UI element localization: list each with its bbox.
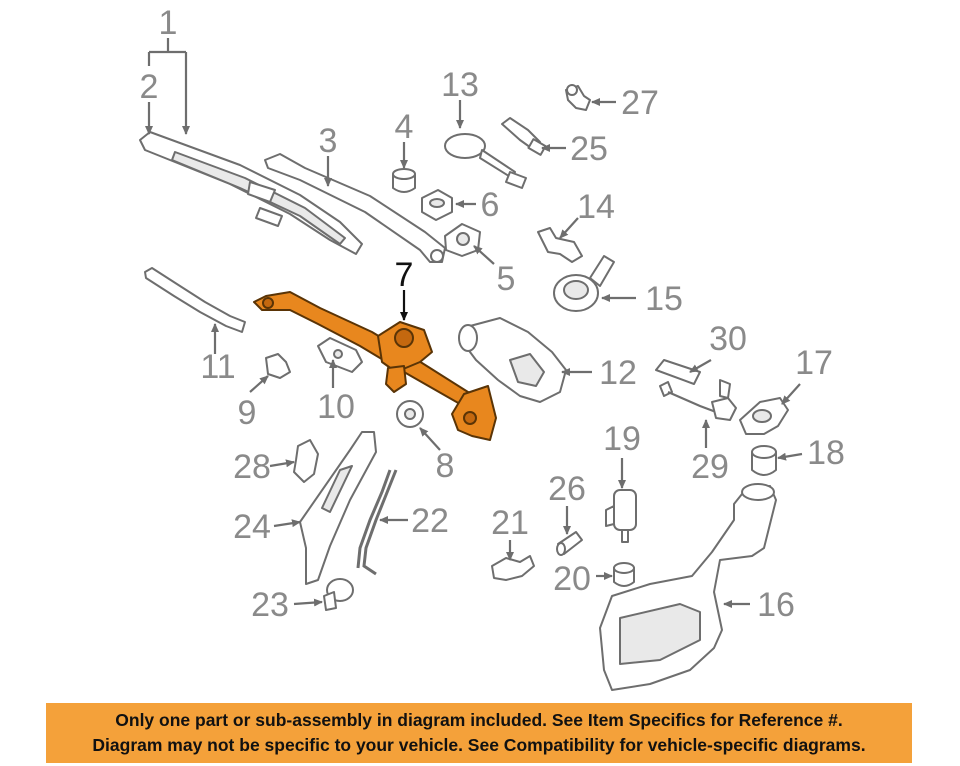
part-grommet[interactable] xyxy=(265,353,291,379)
callout-27: 27 xyxy=(621,84,659,122)
part-pump-grommet[interactable] xyxy=(613,562,635,587)
part-hose-coupler[interactable] xyxy=(556,531,583,556)
callout-24: 24 xyxy=(233,508,271,546)
part-washer-hose[interactable] xyxy=(144,267,246,333)
callout-2: 2 xyxy=(140,68,159,106)
part-washer-reservoir[interactable] xyxy=(599,483,777,691)
disclaimer-line-2: Diagram may not be specific to your vehi… xyxy=(92,735,866,755)
callout-30: 30 xyxy=(709,320,747,358)
callout-19: 19 xyxy=(603,420,641,458)
part-connector-25[interactable] xyxy=(501,117,547,156)
callout-26: 26 xyxy=(548,470,586,508)
callout-3: 3 xyxy=(319,122,338,160)
part-washer[interactable] xyxy=(444,223,481,257)
callout-4: 4 xyxy=(395,108,414,146)
callout-17: 17 xyxy=(795,344,833,382)
callout-16: 16 xyxy=(757,586,795,624)
callout-8: 8 xyxy=(436,447,455,485)
part-wiper-motor[interactable] xyxy=(458,317,567,403)
callout-14: 14 xyxy=(577,188,615,226)
callout-9: 9 xyxy=(238,394,257,432)
part-relay[interactable] xyxy=(655,359,701,385)
callout-15: 15 xyxy=(645,280,683,318)
part-cap[interactable] xyxy=(392,168,416,193)
callout-22: 22 xyxy=(411,502,449,540)
part-pivot-housing[interactable] xyxy=(553,255,615,312)
callout-10: 10 xyxy=(317,388,355,426)
part-washer-line[interactable] xyxy=(356,469,398,576)
callout-7: 7 xyxy=(395,256,414,294)
callout-20: 20 xyxy=(553,560,591,598)
part-pump-harness[interactable] xyxy=(659,379,737,421)
callout-29: 29 xyxy=(691,448,729,486)
callout-25: 25 xyxy=(570,130,608,168)
part-elbow-21[interactable] xyxy=(491,555,535,581)
callout-23: 23 xyxy=(251,586,289,624)
part-wiper-blade[interactable] xyxy=(139,131,363,255)
part-bushing[interactable] xyxy=(396,400,424,428)
callout-5: 5 xyxy=(497,260,516,298)
callout-1: 1 xyxy=(159,4,178,42)
callout-11: 11 xyxy=(200,348,235,386)
part-bracket-clip[interactable] xyxy=(537,227,583,263)
part-washer-pump[interactable] xyxy=(605,489,637,543)
disclaimer-line-1: Only one part or sub-assembly in diagram… xyxy=(115,710,843,730)
callout-28: 28 xyxy=(233,448,271,486)
part-wiper-arm[interactable] xyxy=(264,153,446,263)
callout-6: 6 xyxy=(481,186,500,224)
part-wiper-linkage[interactable] xyxy=(253,291,497,441)
part-clip-28[interactable] xyxy=(293,439,319,483)
part-sensor[interactable] xyxy=(444,133,527,189)
part-bracket-10[interactable] xyxy=(317,337,363,373)
callout-13: 13 xyxy=(441,66,479,104)
part-filler-cap[interactable] xyxy=(751,445,777,476)
callout-labels: 1 2 3 4 5 6 7 8 9 10 11 12 13 14 15 16 1… xyxy=(140,4,845,624)
part-retainer[interactable] xyxy=(323,578,354,611)
part-nut[interactable] xyxy=(421,189,453,221)
part-hose-elbow[interactable] xyxy=(565,84,591,111)
callout-12: 12 xyxy=(599,354,637,392)
callout-21: 21 xyxy=(491,504,529,542)
part-cowl-panel[interactable] xyxy=(299,431,377,585)
parts-diagram: 1 2 3 4 5 6 7 8 9 10 11 12 13 14 15 16 1… xyxy=(139,4,845,691)
callout-18: 18 xyxy=(807,434,845,472)
disclaimer-banner: Only one part or sub-assembly in diagram… xyxy=(46,703,912,763)
leader-lines xyxy=(145,38,803,608)
part-level-sensor[interactable] xyxy=(739,397,789,435)
